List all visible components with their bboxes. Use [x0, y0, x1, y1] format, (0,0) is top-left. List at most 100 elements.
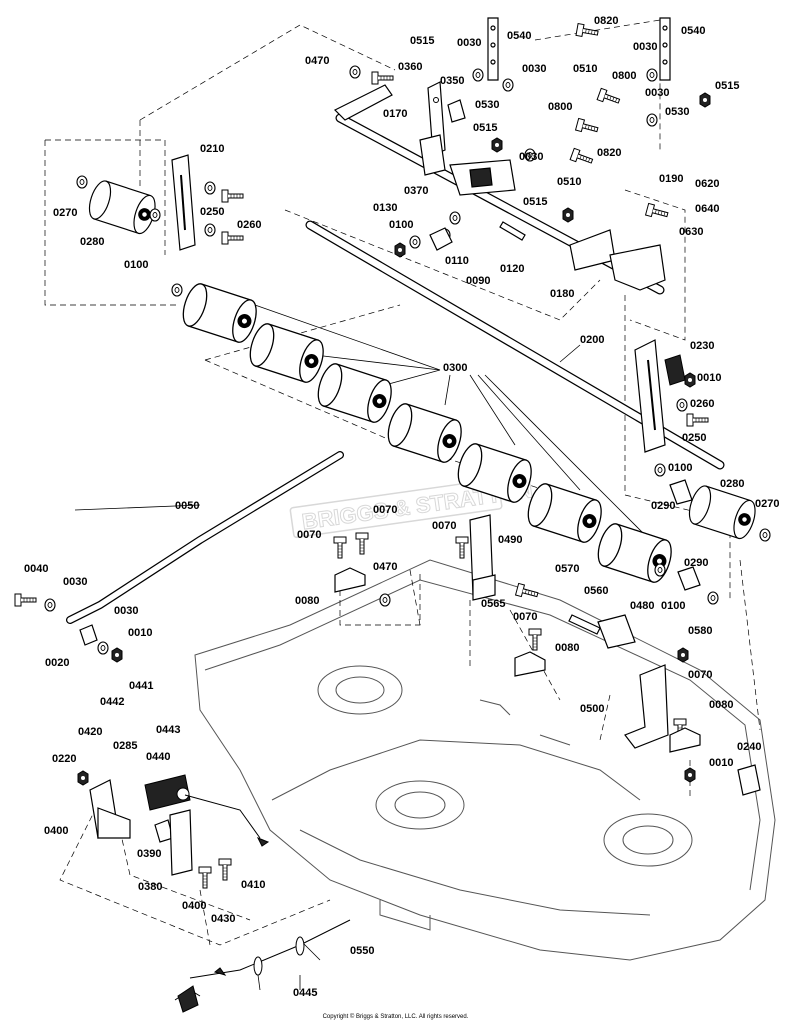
label-0300: 0300	[443, 362, 467, 374]
label-0470: 0470	[305, 55, 329, 67]
label-0070: 0070	[432, 520, 456, 532]
label-0030: 0030	[522, 63, 546, 75]
label-0530: 0530	[665, 106, 689, 118]
label-0400: 0400	[44, 825, 68, 837]
label-0250: 0250	[200, 206, 224, 218]
label-0080: 0080	[709, 699, 733, 711]
label-0580: 0580	[688, 625, 712, 637]
label-0190: 0190	[659, 173, 683, 185]
label-0441: 0441	[129, 680, 153, 692]
label-0400: 0400	[182, 900, 206, 912]
harness-wires	[174, 794, 351, 1013]
label-0270: 0270	[53, 207, 77, 219]
rollers-0300	[178, 280, 677, 586]
label-0285: 0285	[113, 740, 137, 752]
label-0640: 0640	[695, 203, 719, 215]
label-0010: 0010	[697, 372, 721, 384]
label-0350: 0350	[440, 75, 464, 87]
bracket-0500	[624, 664, 669, 749]
label-0070: 0070	[373, 504, 397, 516]
label-0070: 0070	[688, 669, 712, 681]
label-0800: 0800	[612, 70, 636, 82]
copyright-notice: Copyright © Briggs & Stratton, LLC. All …	[322, 1014, 469, 1020]
bracket-0630	[569, 229, 666, 291]
label-0380: 0380	[138, 881, 162, 893]
label-0090: 0090	[466, 275, 490, 287]
pivot-brackets-0370	[419, 134, 516, 196]
label-0560: 0560	[584, 585, 608, 597]
label-0130: 0130	[373, 202, 397, 214]
label-0080: 0080	[555, 642, 579, 654]
label-0510: 0510	[573, 63, 597, 75]
label-0030: 0030	[63, 576, 87, 588]
label-0180: 0180	[550, 288, 574, 300]
label-0490: 0490	[498, 534, 522, 546]
label-0515: 0515	[715, 80, 739, 92]
label-0515: 0515	[473, 122, 497, 134]
label-0270: 0270	[755, 498, 779, 510]
label-0110: 0110	[445, 255, 469, 267]
switch-bracket-0285	[89, 779, 193, 876]
label-0515: 0515	[410, 35, 434, 47]
label-0445: 0445	[293, 987, 317, 999]
label-0170: 0170	[383, 108, 407, 120]
label-0240: 0240	[737, 741, 761, 753]
label-0550: 0550	[350, 945, 374, 957]
label-0480: 0480	[630, 600, 654, 612]
bracket-0230-arm	[634, 339, 686, 453]
label-0120: 0120	[500, 263, 524, 275]
label-0070: 0070	[513, 611, 537, 623]
label-0010: 0010	[709, 757, 733, 769]
spacers	[79, 99, 701, 843]
label-0820: 0820	[597, 147, 621, 159]
label-0280: 0280	[80, 236, 104, 248]
label-0540: 0540	[681, 25, 705, 37]
label-0390: 0390	[137, 848, 161, 860]
label-0360: 0360	[398, 61, 422, 73]
label-0030: 0030	[519, 151, 543, 163]
label-0020: 0020	[45, 657, 69, 669]
label-0010: 0010	[128, 627, 152, 639]
pins	[499, 221, 601, 635]
switch-0440	[144, 774, 191, 811]
part-labels: 0820 0540 0540 0515 0030 0030 0470 0360 …	[24, 15, 779, 999]
label-0050: 0050	[175, 500, 199, 512]
label-0510: 0510	[557, 176, 581, 188]
roller-0280-right	[684, 482, 760, 542]
label-0070: 0070	[297, 529, 321, 541]
label-0220: 0220	[52, 753, 76, 765]
label-0420: 0420	[78, 726, 102, 738]
label-0442: 0442	[100, 696, 124, 708]
bracket-0240	[737, 764, 761, 796]
lift-rod-0050	[66, 451, 344, 624]
label-0100: 0100	[668, 462, 692, 474]
label-0230: 0230	[690, 340, 714, 352]
label-0280: 0280	[720, 478, 744, 490]
label-0200: 0200	[580, 334, 604, 346]
roller-0280-left	[84, 177, 160, 237]
label-0430: 0430	[211, 913, 235, 925]
chain-links-0540	[487, 17, 671, 81]
label-0100: 0100	[661, 600, 685, 612]
label-0443: 0443	[156, 724, 180, 736]
label-0470: 0470	[373, 561, 397, 573]
label-0030: 0030	[114, 605, 138, 617]
label-0820: 0820	[594, 15, 618, 27]
label-0800: 0800	[548, 101, 572, 113]
mower-deck	[194, 559, 776, 961]
clips-0080	[334, 567, 701, 753]
label-0250: 0250	[682, 432, 706, 444]
label-0260: 0260	[690, 398, 714, 410]
label-0030: 0030	[633, 41, 657, 53]
label-0040: 0040	[24, 563, 48, 575]
label-0030: 0030	[645, 87, 669, 99]
label-0100: 0100	[389, 219, 413, 231]
label-0410: 0410	[241, 879, 265, 891]
hardware	[14, 23, 771, 889]
label-0100: 0100	[124, 259, 148, 271]
bracket-0490	[469, 514, 496, 601]
label-0540: 0540	[507, 30, 531, 42]
label-0440: 0440	[146, 751, 170, 763]
label-0080: 0080	[295, 595, 319, 607]
